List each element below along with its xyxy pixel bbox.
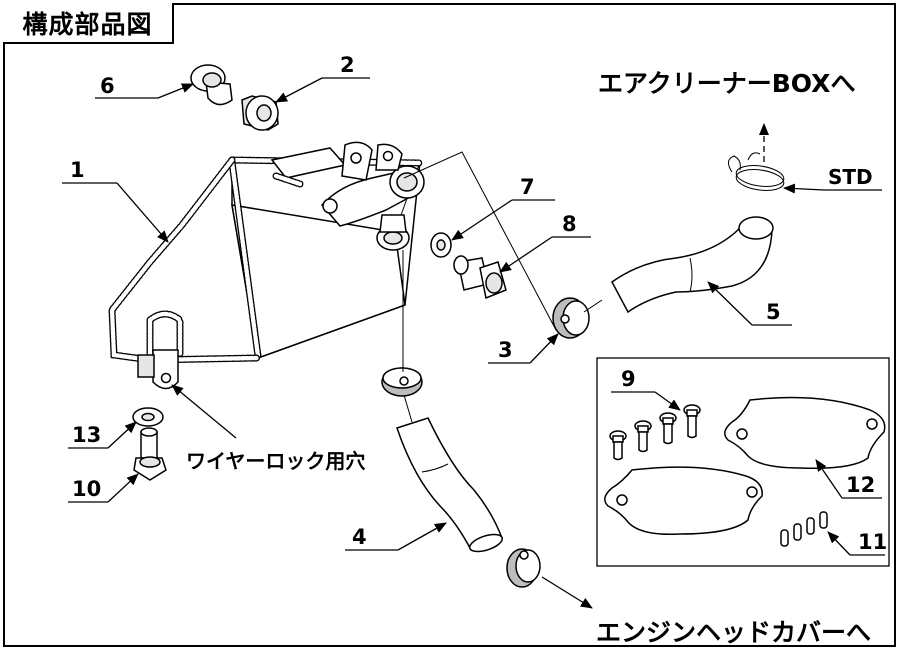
part-number-10: 10 [72, 477, 101, 501]
std-hose-clip [728, 152, 785, 191]
part-2-grommet [241, 95, 279, 131]
diagram-frame [3, 3, 896, 647]
part-4-lower-hose [396, 417, 504, 553]
part-number-7: 7 [520, 175, 535, 199]
part-13-washer [132, 407, 164, 427]
part-number-9: 9 [621, 367, 636, 391]
part-7-washer [430, 232, 452, 258]
part-number-11: 11 [858, 530, 887, 554]
wire-lock-hole-label: ワイヤーロック用穴 [186, 449, 365, 473]
part-10-collar-nut [133, 427, 167, 481]
destination-engine-head-cover: エンジンヘッドカバーへ [596, 618, 871, 647]
part-number-labels: 6 2 1 7 8 5 3 9 12 11 13 10 4 [70, 53, 887, 554]
leader-lines [62, 77, 885, 609]
hose-clamp-top [381, 367, 423, 397]
part-number-5: 5 [766, 300, 781, 324]
catch-tank-body [108, 141, 425, 390]
part-number-1: 1 [70, 158, 85, 182]
part-number-2: 2 [340, 53, 355, 77]
part-number-8: 8 [562, 212, 577, 236]
part-number-13: 13 [72, 423, 101, 447]
part-5-upper-hose [611, 216, 774, 314]
part-number-4: 4 [352, 525, 367, 549]
part-6-bushing [190, 64, 233, 106]
part-3-clamp [552, 297, 590, 339]
part-11-pins [780, 511, 828, 547]
hose-clamp-bottom [506, 548, 541, 588]
std-label: STD [828, 165, 873, 189]
part-9-bolts [609, 404, 701, 461]
inset-parts-box [596, 357, 890, 567]
diagram-title: 構成部品図 [22, 9, 153, 39]
title-box: 構成部品図 [3, 3, 174, 44]
part-number-6: 6 [100, 74, 115, 98]
part-number-12: 12 [846, 473, 875, 497]
part-12-gaskets [604, 396, 886, 535]
part-number-3: 3 [498, 338, 513, 362]
destination-air-cleaner: エアクリーナーBOXへ [598, 69, 855, 98]
